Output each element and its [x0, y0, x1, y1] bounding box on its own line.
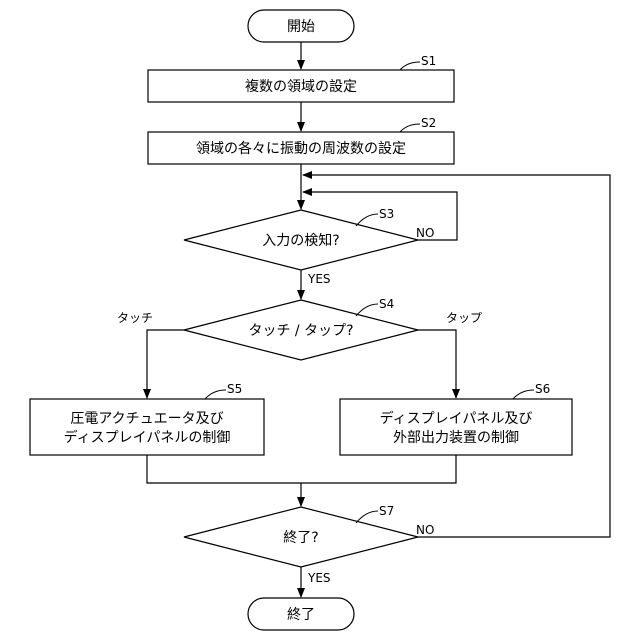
decision-s7-no-label: NO — [416, 523, 434, 537]
step-s6-text-line2: 外部出力装置の制御 — [393, 430, 519, 446]
step-s6-label: S6 — [535, 382, 550, 396]
step-s1-label: S1 — [421, 54, 436, 68]
connector-s4-s6 — [418, 330, 456, 398]
step-s2-leader — [400, 124, 420, 132]
step-s1-leader — [400, 62, 420, 70]
decision-s4-text: タッチ / タップ? — [248, 323, 353, 339]
decision-s4-label: S4 — [379, 297, 394, 311]
step-s5-leader — [205, 390, 226, 399]
step-s5-text-line2: ディスプレイパネルの制御 — [64, 429, 231, 446]
step-s1-text: 複数の領域の設定 — [245, 78, 357, 95]
decision-s7-yes-label: YES — [307, 571, 331, 585]
decision-s3-label: S3 — [379, 207, 394, 221]
decision-s4-right-label: タップ — [446, 311, 482, 325]
end-label: 終了 — [287, 607, 315, 623]
decision-s3-text: 入力の検知? — [262, 232, 339, 249]
step-s5-box — [30, 399, 264, 455]
decision-s7-leader — [356, 511, 378, 523]
start-label: 開始 — [287, 19, 315, 35]
decision-s7-label: S7 — [379, 504, 394, 518]
decision-s3-leader — [356, 214, 378, 226]
decision-s7-text: 終了? — [283, 530, 318, 546]
step-s2-text: 領域の各々に振動の周波数の設定 — [196, 140, 406, 157]
step-s6-text-line1: ディスプレイパネル及び — [380, 410, 533, 427]
step-s5-label: S5 — [227, 382, 242, 396]
step-s5-text-line1: 圧電アクチュエータ及び — [70, 411, 223, 427]
step-s2-label: S2 — [421, 116, 436, 130]
decision-s4-leader — [356, 304, 378, 316]
decision-s3-no-label: NO — [416, 226, 434, 240]
decision-s3-yes-label: YES — [307, 272, 331, 286]
step-s6-leader — [513, 390, 534, 399]
connector-s4-s5 — [147, 330, 184, 398]
step-s6-box — [340, 399, 572, 455]
decision-s4-left-label: タッチ — [117, 311, 153, 325]
connector-s5-merge — [147, 455, 456, 483]
